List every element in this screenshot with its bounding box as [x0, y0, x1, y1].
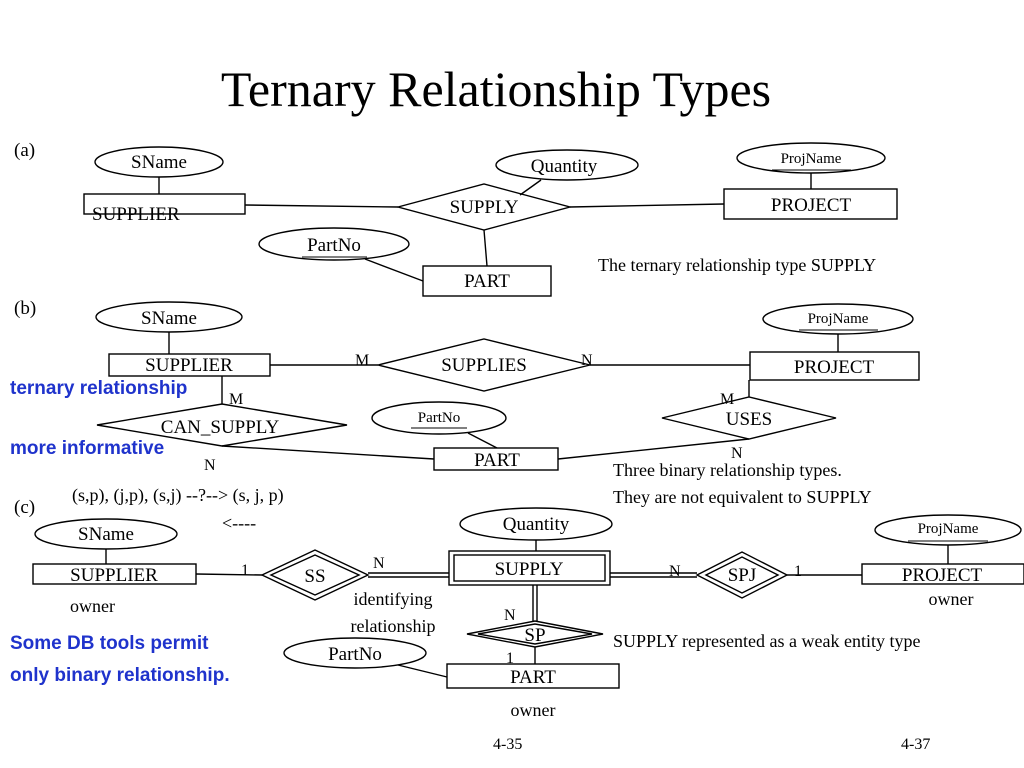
- c-spj-card-right: 1: [794, 563, 802, 580]
- c-supply-box-outer: [448, 550, 611, 586]
- c-supply-entity: SUPPLY: [494, 559, 564, 580]
- c-owner-part: owner: [510, 700, 556, 720]
- b-cansupply-diamond: [96, 403, 348, 447]
- c-sp-diamond-inner: [477, 623, 593, 645]
- b-supplies-card-right: N: [581, 352, 593, 369]
- b-caption-line2: They are not equivalent to SUPPLY: [613, 487, 872, 507]
- c-sp-card-top: N: [504, 607, 516, 624]
- c-project-entity: PROJECT: [901, 565, 983, 586]
- a-quantity-link: [519, 179, 542, 196]
- section-a-label: (a): [14, 140, 36, 161]
- b-sname-attr: SName: [141, 308, 197, 329]
- a-supply-relationship: SUPPLY: [449, 197, 519, 218]
- a-supply-project-link: [569, 203, 725, 208]
- a-supplier-entity: SUPPLIER: [92, 204, 180, 225]
- b-partno-attr: PartNo: [417, 410, 461, 426]
- slide-title: Ternary Relationship Types: [220, 61, 772, 117]
- b-uses-card-bottom: N: [731, 445, 743, 462]
- b-supplier-entity: SUPPLIER: [145, 355, 233, 376]
- b-project-entity: PROJECT: [793, 357, 875, 378]
- b-uses-diamond: [661, 396, 837, 440]
- c-sp-relationship: SP: [524, 625, 546, 646]
- b-uses-part-link: [557, 438, 750, 460]
- c-sname-attr: SName: [78, 524, 134, 545]
- b-projname-attr: ProjName: [807, 311, 869, 327]
- a-quantity-attr-shape: [495, 149, 639, 181]
- c-partno-attr-shape: [283, 637, 427, 669]
- b-supplies-relationship: SUPPLIES: [441, 355, 527, 376]
- a-sname-attr: SName: [131, 152, 187, 173]
- c-owner-supplier: owner: [70, 596, 115, 616]
- b-uses-relationship: USES: [725, 409, 773, 430]
- c-spj-diamond-inner: [704, 556, 780, 594]
- b-partno-attr-shape: [371, 401, 507, 435]
- c-supplier-ss-link: [195, 573, 263, 576]
- c-identifying-line1: identifying: [353, 589, 433, 609]
- c-partno-attr: PartNo: [328, 644, 382, 665]
- a-supply-part-link: [483, 229, 488, 267]
- c-part-entity: PART: [510, 667, 556, 688]
- c-ss-relationship: SS: [304, 566, 326, 587]
- a-caption: The ternary relationship type SUPPLY: [598, 255, 877, 275]
- page-number-left: 4-35: [493, 736, 523, 753]
- b-note-ternary: ternary relationship: [10, 378, 188, 399]
- c-caption: SUPPLY represented as a weak entity type: [613, 631, 921, 651]
- b-arrow: <----: [222, 513, 257, 533]
- a-part-entity: PART: [464, 271, 510, 292]
- c-projname-attr: ProjName: [917, 521, 979, 537]
- c-project-box: [861, 563, 1024, 585]
- c-owner-project: owner: [928, 589, 974, 609]
- b-project-box: [749, 351, 920, 381]
- a-partno-attr: PartNo: [307, 235, 361, 256]
- c-spj-card-left: N: [669, 563, 681, 580]
- c-spj-relationship: SPJ: [727, 565, 757, 586]
- c-ss-diamond-inner: [269, 554, 361, 596]
- b-note-informative: more informative: [10, 438, 165, 459]
- section-b-label: (b): [14, 298, 37, 319]
- c-ss-card-right: N: [373, 555, 385, 572]
- a-supplier-box: [83, 193, 246, 215]
- b-cansupply-part-link: [221, 445, 435, 460]
- b-partno-link: [467, 432, 498, 449]
- page-number-right: 4-37: [901, 736, 931, 753]
- a-partno-attr-shape: [258, 227, 410, 261]
- c-supplier-entity: SUPPLIER: [70, 565, 158, 586]
- b-formula: (s,p), (j,p), (s,j) --?--> (s, j, p): [72, 485, 284, 505]
- c-part-box: [446, 663, 620, 689]
- a-partno-link: [364, 258, 424, 282]
- b-uses-card-top: M: [720, 391, 735, 408]
- section-c-label: (c): [14, 497, 36, 518]
- c-quantity-attr: Quantity: [502, 514, 570, 535]
- b-cansupply-relationship: CAN_SUPPLY: [160, 417, 280, 438]
- c-partno-link: [397, 664, 448, 678]
- c-supply-box-inner: [453, 554, 606, 582]
- b-cansupply-card-top: M: [229, 391, 244, 408]
- a-projname-attr: ProjName: [780, 151, 842, 167]
- b-part-entity: PART: [474, 450, 520, 471]
- a-quantity-attr: Quantity: [530, 156, 598, 177]
- b-supplies-card-left: M: [355, 352, 370, 369]
- c-ss-card-left: 1: [241, 562, 249, 579]
- c-ss-diamond-outer: [260, 549, 370, 601]
- a-project-entity: PROJECT: [770, 195, 852, 216]
- c-identifying-line2: relationship: [350, 616, 436, 636]
- a-part-box: [422, 265, 552, 297]
- c-sp-diamond-outer: [466, 620, 604, 648]
- a-project-box: [723, 188, 898, 220]
- c-note-line1: Some DB tools permit: [10, 633, 209, 654]
- b-caption-line1: Three binary relationship types.: [613, 460, 842, 480]
- c-note-line2: only binary relationship.: [10, 665, 230, 686]
- a-supplier-supply-link: [244, 204, 399, 208]
- c-sp-card-bottom: 1: [506, 650, 514, 667]
- b-cansupply-card-bottom: N: [204, 457, 216, 474]
